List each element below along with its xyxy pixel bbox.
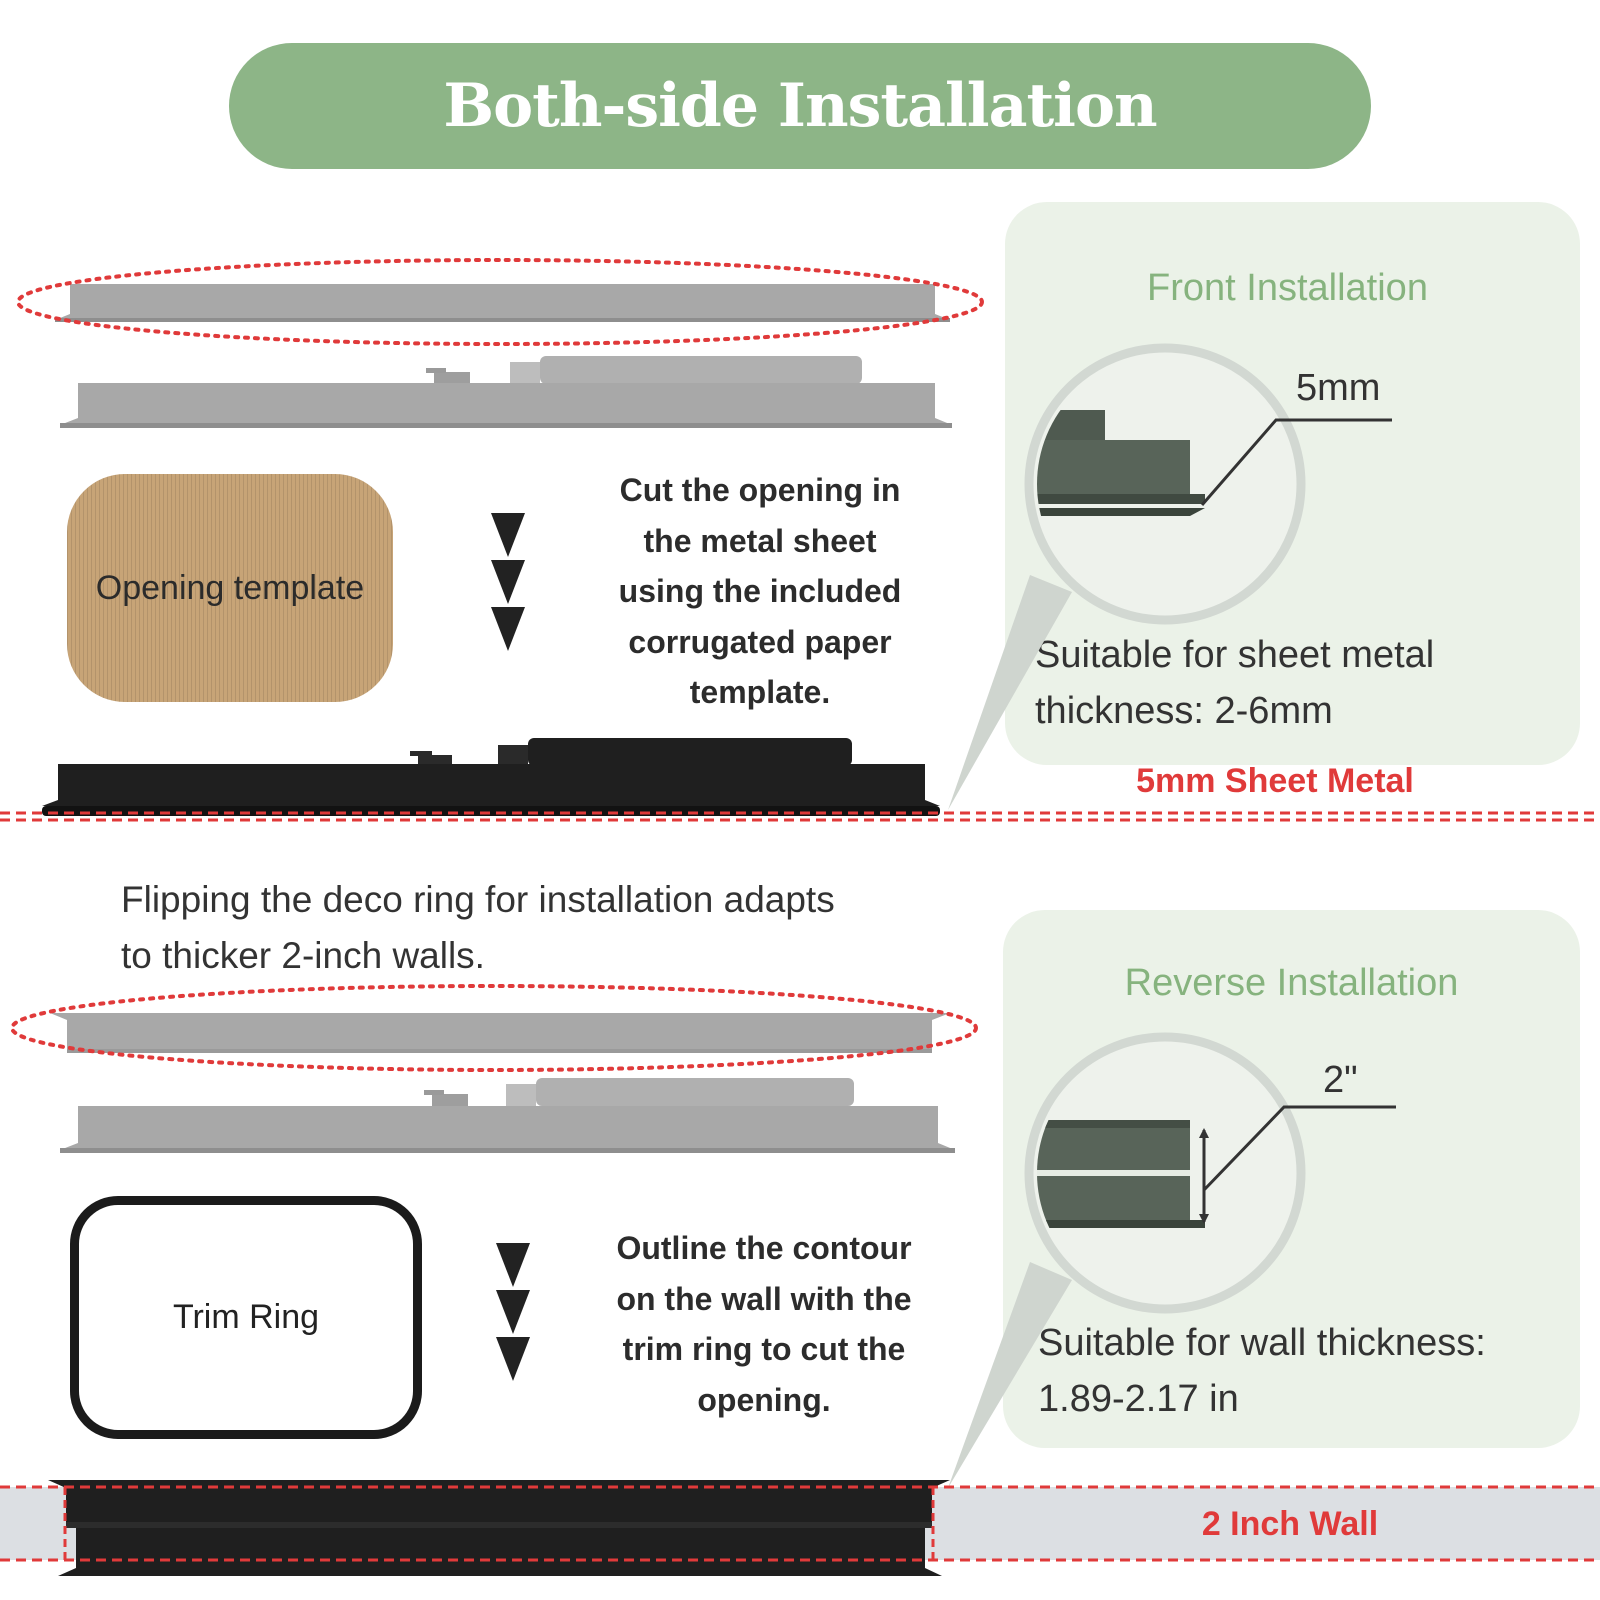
step2-line: opening.	[697, 1381, 831, 1418]
reverse-door-frame-black	[48, 1480, 950, 1576]
front-description-line: Suitable for sheet metal	[1035, 634, 1435, 676]
front-door-frame-black	[42, 738, 940, 816]
trim-ring-card: Trim Ring	[70, 1196, 422, 1439]
reverse-installation-title: Reverse Installation	[1124, 962, 1459, 1004]
title-banner: Both-side Installation	[229, 43, 1371, 169]
dimension-leader	[1200, 418, 1392, 506]
magnifier-icon	[1024, 343, 1306, 625]
opening-template-label: Opening template	[95, 568, 365, 607]
step1-instructions: Cut the opening in the metal sheet using…	[590, 465, 930, 718]
magnifier-handle	[948, 1262, 1072, 1488]
dimension-leader	[1202, 1105, 1396, 1192]
step1-line: using the included	[618, 573, 902, 609]
front-deco-ring	[55, 284, 950, 322]
front-description-line: thickness: 2-6mm	[1035, 690, 1333, 732]
step2-instructions: Outline the contour on the wall with the…	[590, 1223, 938, 1425]
reverse-description-line: 1.89-2.17 in	[1038, 1378, 1239, 1420]
reverse-door-frame-gray	[60, 1078, 955, 1153]
down-arrow-icon	[496, 1243, 530, 1381]
step1-line: the metal sheet	[643, 522, 877, 559]
highlight-outline	[10, 984, 978, 1072]
wall-label: 2 Inch Wall	[1201, 1505, 1379, 1543]
reverse-dimension-label: 2"	[1323, 1059, 1358, 1101]
step2-line: on the wall with the	[616, 1280, 912, 1317]
step2-line: trim ring to cut the	[622, 1331, 906, 1367]
down-arrow-icon	[491, 513, 525, 651]
page-title: Both-side Installation	[443, 71, 1157, 141]
opening-template-card: Opening template	[67, 474, 393, 702]
trim-ring-label: Trim Ring	[172, 1298, 320, 1336]
reverse-deco-ring	[50, 1013, 950, 1053]
front-installation-title: Front Installation	[1147, 267, 1428, 309]
front-dimension-label: 5mm	[1296, 367, 1381, 409]
front-door-frame-gray	[60, 356, 952, 428]
highlight-outline	[16, 258, 984, 346]
magnifier-handle	[948, 575, 1072, 810]
step2-line: Outline the contour	[616, 1230, 912, 1266]
step1-line: corrugated paper	[628, 623, 892, 660]
reverse-description-line: Suitable for wall thickness:	[1038, 1322, 1486, 1364]
front-installation-description: Suitable for sheet metal thickness: 2-6m…	[1035, 627, 1565, 739]
dimension-marker	[1199, 1214, 1209, 1224]
flip-note-line: to thicker 2-inch walls.	[121, 935, 485, 976]
flip-note: Flipping the deco ring for installation …	[121, 872, 981, 984]
reverse-installation-description: Suitable for wall thickness: 1.89-2.17 i…	[1038, 1315, 1578, 1427]
dimension-marker	[1199, 1128, 1209, 1138]
step1-line: Cut the opening in	[619, 472, 901, 508]
sheet-metal-label: 5mm Sheet Metal	[1136, 762, 1414, 800]
magnifier-icon	[1024, 1032, 1306, 1314]
step1-line: template.	[689, 674, 831, 710]
flip-note-line: Flipping the deco ring for installation …	[121, 879, 835, 920]
